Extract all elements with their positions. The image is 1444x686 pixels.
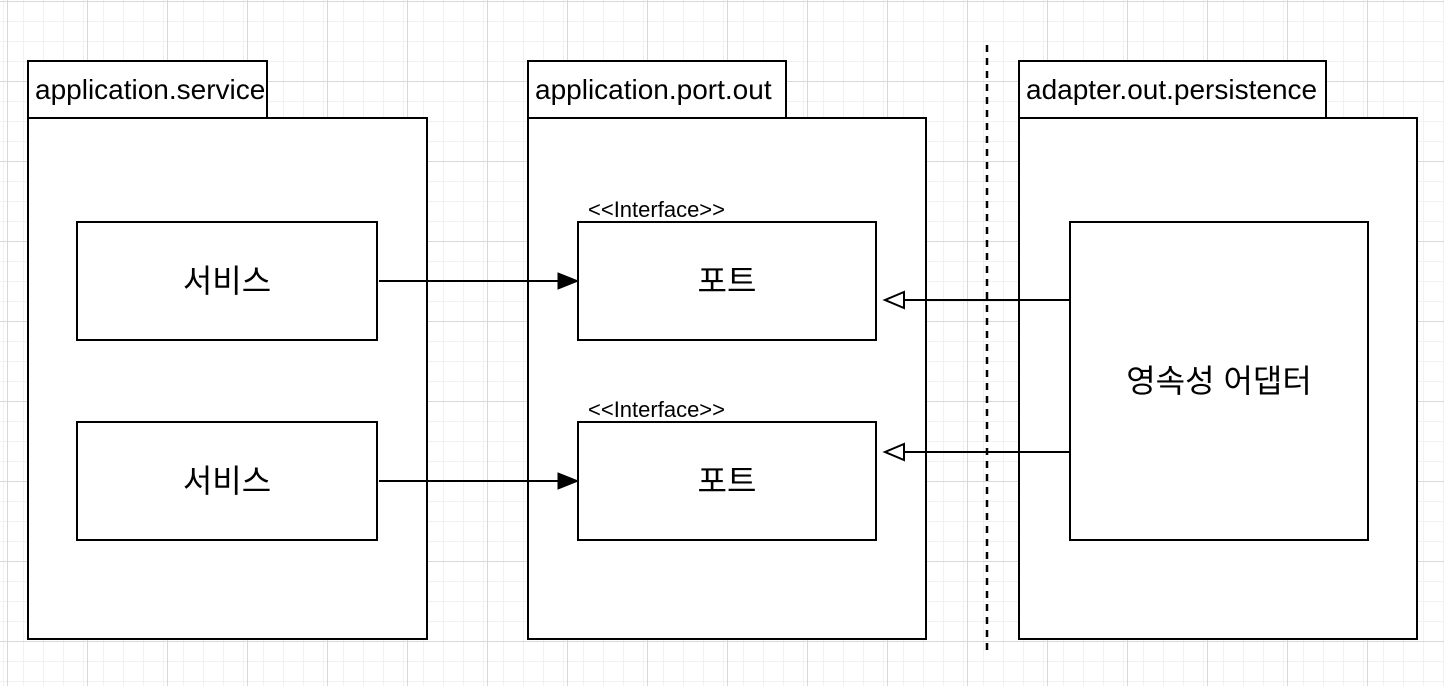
package-application-port-out-tab[interactable]: application.port.out — [527, 60, 787, 119]
arrow-service2-to-port2[interactable] — [379, 472, 580, 490]
node-persistence-adapter[interactable]: 영속성 어댑터 — [1069, 221, 1369, 541]
package-adapter-out-persistence-tab[interactable]: adapter.out.persistence — [1018, 60, 1327, 119]
node-service-1[interactable]: 서비스 — [76, 221, 378, 341]
node-port-1-stereotype: <<Interface>> — [588, 197, 725, 222]
node-service-2-label: 서비스 — [182, 463, 272, 499]
node-port-1[interactable]: 포트 — [577, 221, 877, 341]
package-application-service-label: application.service — [35, 73, 266, 105]
node-persistence-adapter-label: 영속성 어댑터 — [1126, 363, 1312, 399]
arrow-service1-to-port1[interactable] — [379, 272, 580, 290]
package-application-port-out-label: application.port.out — [535, 73, 772, 105]
package-adapter-out-persistence-label: adapter.out.persistence — [1026, 73, 1318, 105]
package-application-service-tab[interactable]: application.service — [27, 60, 268, 119]
arrow-adapter-to-port2[interactable] — [882, 442, 1069, 462]
node-service-2[interactable]: 서비스 — [76, 421, 378, 541]
node-port-1-label: 포트 — [697, 263, 757, 299]
arrow-adapter-to-port1[interactable] — [882, 290, 1069, 310]
node-service-1-label: 서비스 — [182, 263, 272, 299]
package-application-service-body[interactable] — [27, 117, 428, 640]
package-application-port-out-body[interactable] — [527, 117, 927, 640]
node-port-2-stereotype: <<Interface>> — [588, 397, 725, 422]
node-port-2-label: 포트 — [697, 463, 757, 499]
node-port-2[interactable]: 포트 — [577, 421, 877, 541]
